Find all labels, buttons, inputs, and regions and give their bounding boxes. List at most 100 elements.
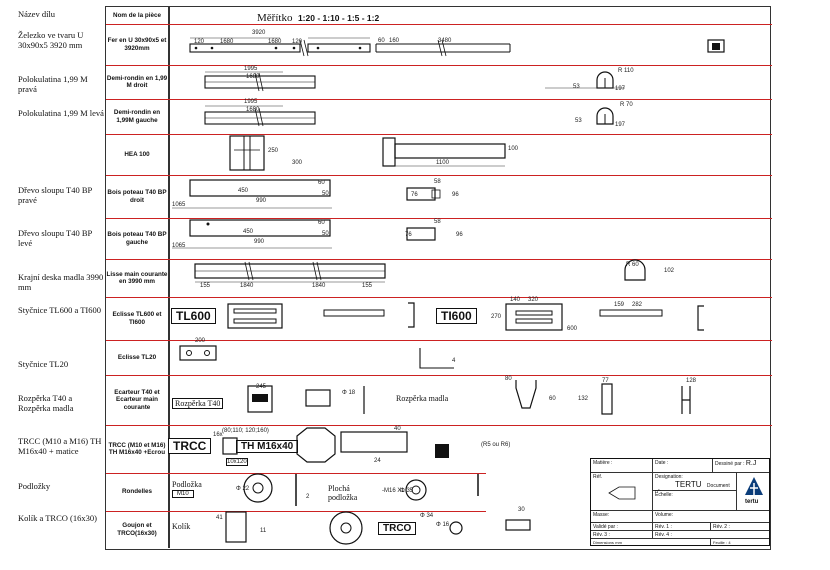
dimension-label: 1680 <box>246 74 260 80</box>
washer-drawing <box>243 473 479 506</box>
pin-drawing <box>225 511 531 545</box>
czech-label: Podložky <box>18 481 51 491</box>
czech-label: Styčnice TL600 a TI600 <box>18 305 102 315</box>
dimension-label: 3920 <box>252 30 266 36</box>
tb-matiere: Matière : <box>591 459 653 473</box>
french-label: Lisse main courante en 3990 mm <box>106 270 168 286</box>
dimension-label: 1840 <box>312 283 326 289</box>
tb-date: Date : <box>653 459 713 473</box>
dimension-label: Φ 18 <box>342 390 356 396</box>
french-label: TRCC (M10 et M16) TH M16x40 +Ecrou <box>108 441 166 457</box>
dimension-label: 120 <box>194 39 205 45</box>
handrail-drawing <box>194 259 646 283</box>
dimension-label: 76 <box>411 192 418 198</box>
dimension-label: 128 <box>686 378 697 384</box>
czech-label: Krajní deska madla 3990 mm <box>18 272 104 292</box>
wood-post-left-drawing <box>172 219 436 249</box>
czech-label: Kolík a TRCO (16x30) <box>18 513 97 523</box>
dimension-label: 250 <box>268 148 279 154</box>
dimension-label: R 60 <box>626 262 639 268</box>
dimension-label: 1995 <box>244 99 258 105</box>
dimension-label: 300 <box>292 160 303 166</box>
tb-dimensions-unit: mm <box>615 540 622 545</box>
dimension-label: 450 <box>243 229 254 235</box>
logo-icon <box>745 477 763 495</box>
dimension-label: Φ 22 <box>236 486 250 492</box>
tb-ref-label: Réf. <box>593 474 603 480</box>
french-label: Fer en U 30x90x5 et 3920mm <box>107 37 167 52</box>
plocha-label: Plochá podložka <box>328 484 358 502</box>
dimension-label: 155 <box>362 283 373 289</box>
tb-volume: Volume: <box>653 511 769 523</box>
dimension-label: 60 <box>318 180 325 186</box>
tb-ref: Réf. <box>591 473 653 511</box>
dimension-label: 1065 <box>172 202 186 208</box>
tb-document: Document n°: <box>655 483 730 495</box>
tb-rev4: Rév. 4 : <box>653 531 769 539</box>
dimension-label: 30 <box>518 507 525 513</box>
hea-100-drawing <box>229 135 506 171</box>
tb-valide: Validé par : <box>591 523 653 531</box>
tl600-drawing <box>227 302 704 331</box>
half-round-right-drawing <box>204 71 625 92</box>
dimension-label: 120 <box>292 39 303 45</box>
czech-header: Název dílu <box>18 9 56 19</box>
scale-values: 1:20 - 1:10 - 1:5 - 1:2 <box>297 13 380 23</box>
tb-dimensions-label: Dimensions <box>593 540 614 545</box>
czech-label: Polokulatina 1,99 M levá <box>18 108 104 118</box>
logo-text: tertu <box>745 499 759 505</box>
kolik-label: Kolík <box>172 522 191 531</box>
dimension-label: 53 <box>575 118 582 124</box>
dimension-label: 1065 <box>172 243 186 249</box>
rozperka-label: Rozpěrka T40 <box>172 398 224 409</box>
dimension-label: 53 <box>573 84 580 90</box>
dimension-label: (R5 ou R6) <box>481 442 511 448</box>
dimension-label: 200 <box>195 338 206 344</box>
dimension-label: 160 <box>389 38 400 44</box>
tb-designation-value: TERTU <box>675 480 702 489</box>
french-label: Eclisse TL600 et TI600 <box>112 311 162 326</box>
dimension-label: 11 <box>260 528 267 534</box>
dimension-label: 41 <box>216 515 223 521</box>
dimension-label: (80;110; 120;160) <box>222 428 269 434</box>
czech-label: Dřevo sloupu T40 BP levé <box>18 228 92 248</box>
dimension-label: 159 <box>614 302 625 308</box>
dimension-label: 1100 <box>436 160 449 166</box>
tb-masse: Masse: <box>591 511 653 523</box>
dimension-label: 50 <box>322 231 329 237</box>
tb-rev3: Rév. 3 : <box>591 531 653 539</box>
dimension-label: 50 <box>322 191 329 197</box>
dimension-label: Φ 34 <box>420 513 434 519</box>
french-label: Goujon et TRCO(16x30) <box>117 522 157 537</box>
czech-label: Rozpěrka T40 a Rozpěrka madla <box>18 393 74 413</box>
parts-table: Nom de la pièce Fer en U 30x90x5 et 3920… <box>105 6 772 550</box>
french-label: Eclisse TL20 <box>117 353 157 361</box>
rozperka-madla-label: Rozpěrka madla <box>396 394 449 403</box>
ti600-label: TI600 <box>436 308 477 324</box>
dimension-label: 3480 <box>438 38 452 44</box>
dimension-label: 155 <box>200 283 211 289</box>
dimension-label: 450 <box>238 188 249 194</box>
dimension-label: 282 <box>632 302 643 308</box>
french-label: Rondelles <box>121 488 153 496</box>
dimension-label: 10x120 <box>226 458 248 466</box>
tb-rev2: Rév. 2 : <box>711 523 769 531</box>
dimension-label: 102 <box>664 268 675 274</box>
tl600-label: TL600 <box>171 308 216 324</box>
dimension-label: 990 <box>254 239 265 245</box>
tb-rev1: Rév. 1 : <box>653 523 711 531</box>
tb-dessine-label: Dessiné par : <box>715 461 745 467</box>
dimension-label: 60 <box>378 38 385 44</box>
czech-label: Styčnice TL20 <box>18 359 69 369</box>
dimension-label: 80 <box>505 376 512 382</box>
dimension-label: 16x <box>213 432 223 438</box>
dimension-label: 197 <box>615 86 626 92</box>
french-label: Ecarteur T40 et Ecarteur main courante <box>114 388 160 411</box>
french-label: Bois poteau T40 BP gauche <box>107 231 167 246</box>
dimension-label: 77 <box>602 378 609 384</box>
dimension-label: R 110 <box>618 68 634 74</box>
czech-label: Železko ve tvaru U 30x90x5 3920 mm <box>18 30 84 50</box>
dimension-label: 1840 <box>240 283 254 289</box>
dimension-label: 140 <box>510 297 521 303</box>
half-round-left-drawing <box>204 105 614 127</box>
